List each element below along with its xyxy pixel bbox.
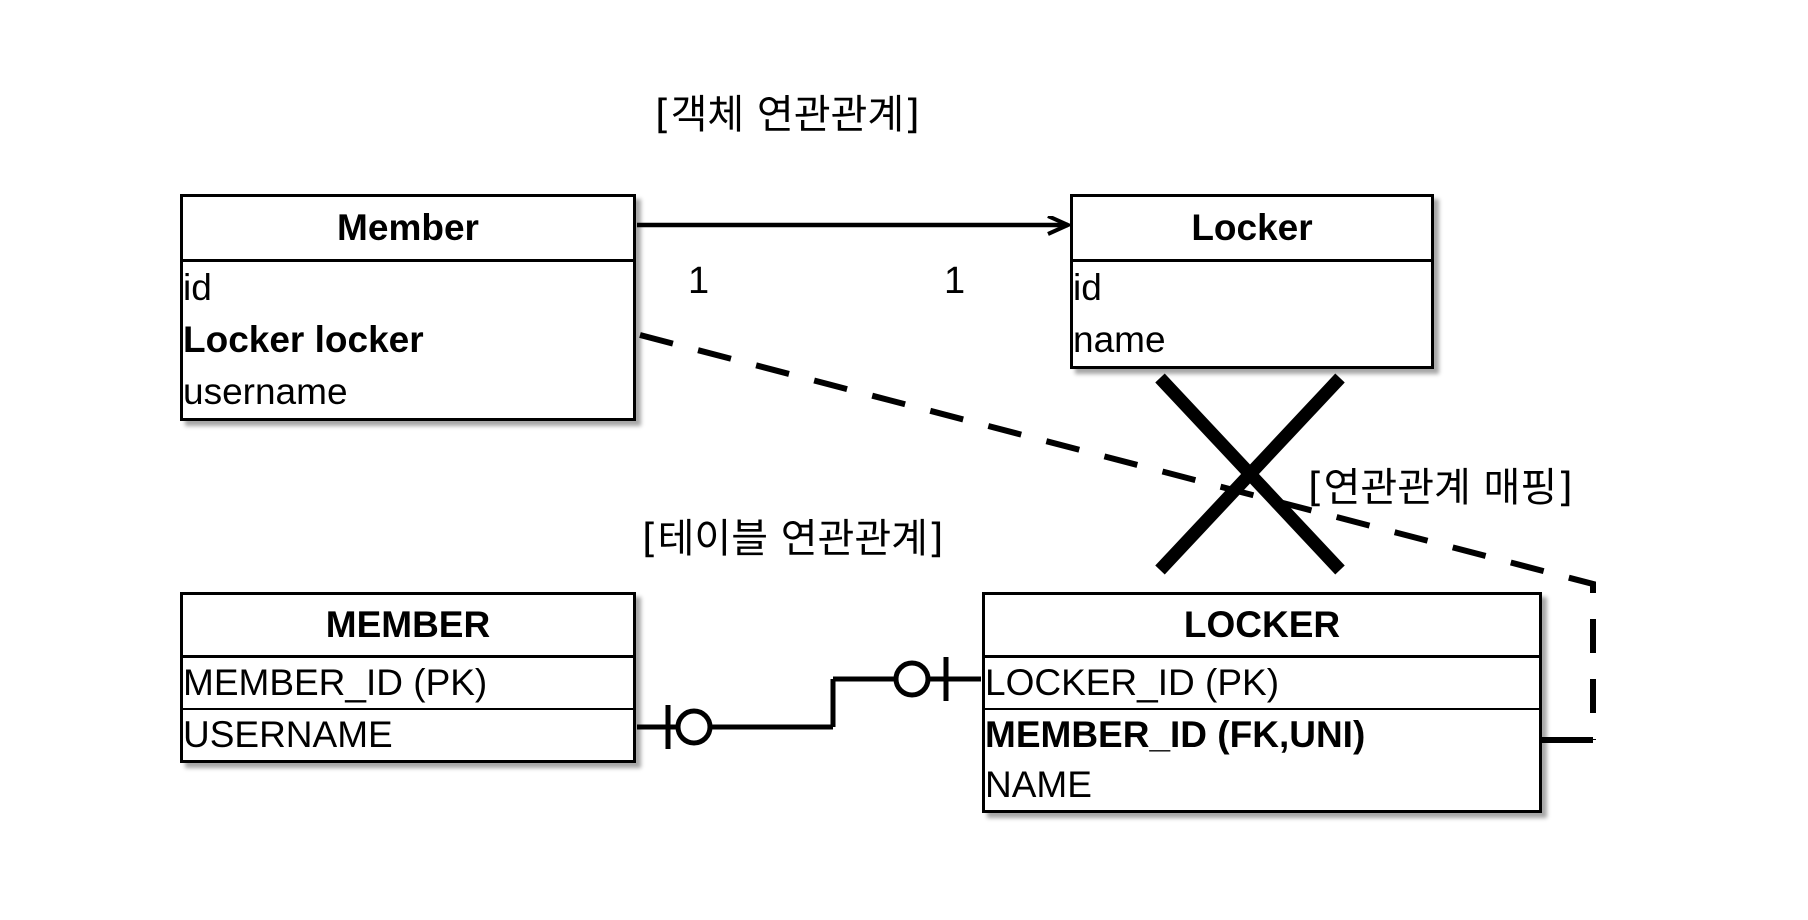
- locker-table-divider-2: [985, 708, 1539, 710]
- member-class-title: Member: [337, 207, 479, 248]
- locker-table-column-locker-id: LOCKER_ID (PK): [985, 662, 1280, 703]
- locker-table-title: LOCKER: [1183, 604, 1341, 645]
- member-table-column-username: USERNAME: [183, 714, 393, 755]
- member-field-locker: Locker locker: [183, 319, 424, 360]
- entity-box-member-table[interactable]: MEMBER MEMBER_ID (PK) USERNAME: [180, 592, 636, 763]
- multiplicity-right: 1: [944, 260, 966, 302]
- locker-class-title: Locker: [1191, 207, 1313, 248]
- table-association-connector: [637, 657, 981, 749]
- member-table-column-member-id: MEMBER_ID (PK): [183, 662, 488, 703]
- locker-field-id: id: [1073, 267, 1102, 308]
- caption-object-association: [객체 연관관계]: [655, 92, 920, 138]
- caption-mapping: [연관관계 매핑]: [1308, 465, 1573, 511]
- locker-table-divider-1: [985, 655, 1539, 658]
- locker-table-column-member-id-fk: MEMBER_ID (FK,UNI): [985, 714, 1366, 755]
- locker-table-column-name: NAME: [985, 764, 1092, 805]
- entity-box-locker-table[interactable]: LOCKER LOCKER_ID (PK) MEMBER_ID (FK,UNI)…: [982, 592, 1542, 813]
- locker-class-divider: [1073, 259, 1431, 262]
- member-table-title: MEMBER: [325, 604, 491, 645]
- multiplicity-left: 1: [688, 260, 710, 302]
- entity-box-member-class[interactable]: Member id Locker locker username: [180, 194, 636, 421]
- member-class-divider: [183, 259, 633, 262]
- member-table-divider-2: [183, 708, 633, 710]
- member-field-id: id: [183, 267, 212, 308]
- member-field-username: username: [183, 371, 348, 412]
- entity-box-locker-class[interactable]: Locker id name: [1070, 194, 1434, 369]
- caption-table-association: [테이블 연관관계]: [642, 516, 944, 562]
- locker-field-name: name: [1073, 319, 1166, 360]
- member-table-divider-1: [183, 655, 633, 658]
